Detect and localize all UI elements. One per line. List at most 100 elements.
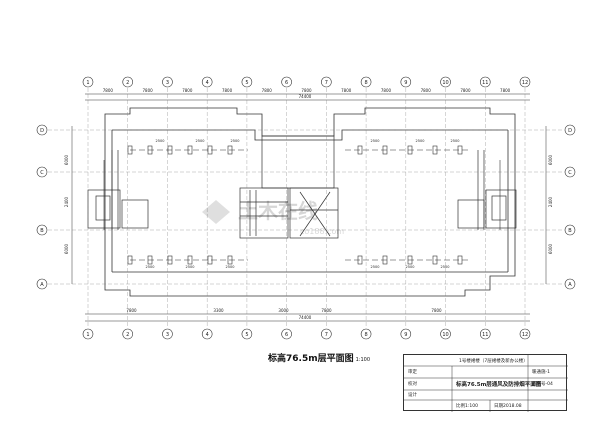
duct-tag-5: 2500 (451, 139, 460, 143)
axis-right-B: B (564, 224, 576, 236)
svg-text:2: 2 (126, 80, 129, 86)
grid-lines (48, 88, 564, 328)
axis-top-2: 2 (122, 76, 134, 88)
svg-text:8: 8 (364, 332, 367, 338)
plan-caption-title: 标高76.5m层平面图 (268, 354, 354, 364)
axis-top-1: 1 (82, 76, 94, 88)
duct-tag-1: 2500 (196, 139, 205, 143)
duct-tag-2: 2500 (231, 139, 240, 143)
title-block: 1号楼裙楼（7层裙楼及新办公楼） 标高76.5m层通风及防排烟平面图 暖通施-1… (403, 354, 568, 412)
title-block-date: 日期2018.08 (494, 404, 522, 409)
watermark-logo-icon (202, 200, 230, 224)
svg-text:12: 12 (522, 80, 528, 86)
duct-tag-6: 2500 (146, 265, 155, 269)
title-block-row1: 审定 (408, 370, 417, 375)
axis-left-B: B (36, 224, 48, 236)
duct-tag-7: 2500 (186, 265, 195, 269)
svg-text:6: 6 (285, 332, 288, 338)
axis-left-D: D (36, 124, 48, 136)
svg-text:9: 9 (404, 332, 407, 338)
svg-text:A: A (40, 282, 44, 288)
axis-right-A: A (564, 278, 576, 290)
dim-top-6: 7800 (341, 88, 352, 93)
svg-text:1: 1 (86, 332, 89, 338)
svg-text:7: 7 (325, 80, 328, 86)
title-block-drawing-no: 暖通施-1 (532, 370, 550, 375)
svg-text:B: B (40, 228, 44, 234)
svg-text:D: D (40, 128, 44, 134)
axis-bottom-3: 3 (162, 328, 173, 340)
axis-top-11: 11 (479, 76, 491, 88)
watermark-text: 土木在线 (238, 199, 318, 223)
svg-text:B: B (568, 228, 572, 234)
axis-top-9: 9 (400, 76, 412, 88)
axis-top-6: 6 (281, 76, 292, 88)
axis-bubbles-right: D C B A (564, 124, 576, 290)
dim-bottom-4: 7800 (431, 308, 442, 313)
axis-top-7: 7 (321, 76, 332, 88)
watermark: 土木在线 co188.com (202, 199, 344, 236)
title-block-project: 1号楼裙楼（7层裙楼及新办公楼） (459, 359, 528, 364)
dim-right-1: 2400 (548, 196, 553, 207)
title-block-row3: 设计 (408, 393, 417, 398)
duct-tag-11: 2500 (441, 265, 450, 269)
svg-text:C: C (40, 170, 44, 176)
axis-bottom-5: 5 (241, 328, 253, 340)
dim-top-0: 7800 (103, 88, 114, 93)
svg-text:11: 11 (482, 332, 488, 338)
duct-tag-9: 2500 (371, 265, 380, 269)
right-equipment-room (457, 150, 517, 230)
svg-text:9: 9 (404, 80, 407, 86)
axis-right-D: D (564, 124, 576, 136)
svg-text:3: 3 (166, 332, 169, 338)
svg-text:11: 11 (482, 80, 488, 86)
svg-text:C: C (568, 170, 572, 176)
plan-caption-scale: 1:100 (355, 357, 371, 363)
svg-text:A: A (568, 282, 572, 288)
svg-text:1: 1 (86, 80, 89, 86)
axis-bottom-10: 10 (440, 328, 451, 340)
axis-top-8: 8 (360, 76, 372, 88)
dim-bottom-2: 3000 (278, 308, 289, 313)
svg-text:4: 4 (206, 332, 209, 338)
axis-top-10: 10 (440, 76, 451, 88)
svg-text:12: 12 (522, 332, 528, 338)
axis-bottom-12: 12 (519, 328, 531, 340)
svg-text:5: 5 (245, 332, 248, 338)
dim-bottom-0: 7800 (126, 308, 137, 313)
svg-text:6: 6 (285, 80, 288, 86)
watermark-subtext: co188.com (300, 227, 344, 236)
dim-top-2: 7800 (182, 88, 193, 93)
dim-top-10: 7800 (500, 88, 511, 93)
axis-left-A: A (36, 278, 48, 290)
axis-bottom-6: 6 (281, 328, 292, 340)
svg-text:2: 2 (126, 332, 129, 338)
axis-bottom-2: 2 (122, 328, 134, 340)
svg-text:D: D (568, 128, 572, 134)
dim-left-2: 6000 (64, 243, 69, 254)
axis-bottom-1: 1 (82, 328, 94, 340)
duct-tag-4: 2500 (416, 139, 425, 143)
axis-bottom-8: 8 (360, 328, 372, 340)
dim-top-5: 7800 (301, 88, 312, 93)
svg-text:10: 10 (442, 332, 448, 338)
dim-top-7: 7800 (381, 88, 392, 93)
title-block-scale: 比例1:100 (456, 404, 478, 409)
duct-tag-8: 2500 (226, 265, 235, 269)
dim-right-2: 6000 (548, 243, 553, 254)
svg-text:4: 4 (206, 80, 209, 86)
duct-runs (103, 145, 501, 265)
title-block-sheet: 图纸号-04 (532, 382, 553, 387)
axis-bottom-9: 9 (400, 328, 412, 340)
axis-left-C: C (36, 166, 48, 178)
left-equipment-room (87, 150, 149, 230)
dim-bottom-3: 7800 (321, 308, 332, 313)
dim-top-8: 7800 (421, 88, 432, 93)
svg-text:7: 7 (325, 332, 328, 338)
dim-top-1: 7800 (142, 88, 153, 93)
title-block-grid (404, 355, 568, 412)
